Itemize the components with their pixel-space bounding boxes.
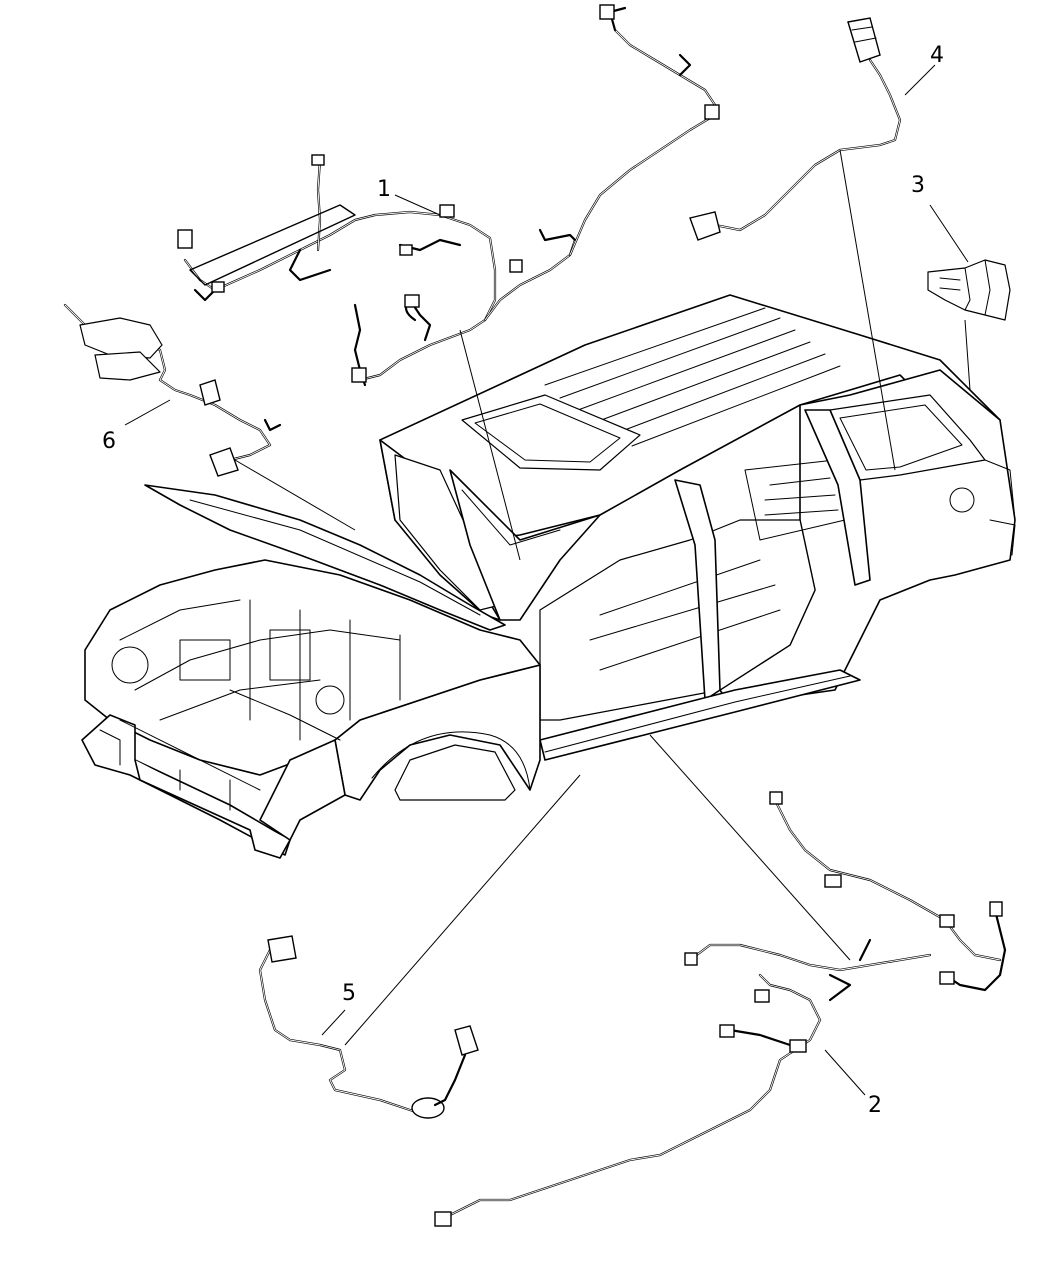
wiring-harness-2 [434, 791, 1007, 1227]
callout-6: 6 [102, 429, 116, 454]
callout-5: 5 [342, 981, 356, 1006]
callout-2: 2 [868, 1093, 882, 1118]
callout-4: 4 [930, 43, 944, 68]
wiring-harness-4 [689, 17, 902, 241]
vehicle-body [81, 294, 1016, 859]
callout-labels: 1 2 3 4 5 6 [102, 43, 944, 1118]
wiring-harness-5 [258, 935, 479, 1119]
wiring-harness-3 [927, 259, 1011, 321]
leader-lines [124, 64, 971, 1096]
wiring-harness-6 [63, 303, 282, 477]
wiring-harness-1 [177, 4, 720, 387]
callout-1: 1 [377, 177, 391, 202]
callout-3: 3 [911, 173, 925, 198]
